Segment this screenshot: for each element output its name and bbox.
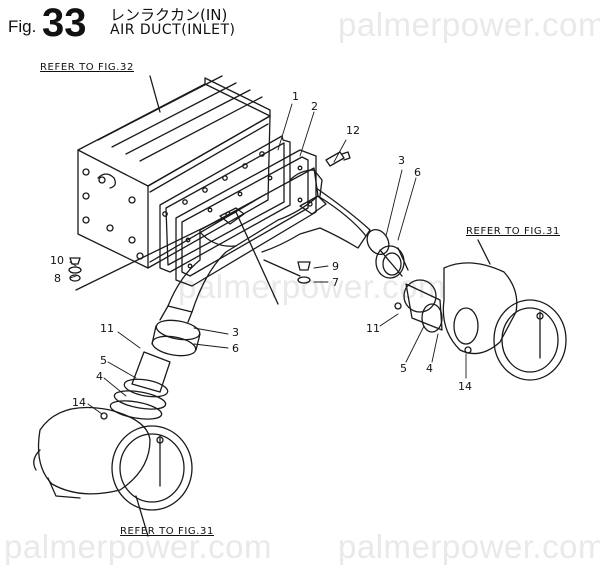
callout-9: 9 [332,260,339,273]
callout-4-left: 4 [96,370,103,383]
reference-leaders [75,75,491,537]
callout-3-upper: 3 [398,154,405,167]
callout-7: 7 [332,276,339,289]
figure-number: 33 [42,1,87,45]
callout-10: 10 [50,254,64,267]
reference-label-fig32[interactable]: REFER TO FIG.32 [40,62,134,73]
callout-6-upper: 6 [414,166,421,179]
reference-label-fig31-bottom[interactable]: REFER TO FIG.31 [120,526,214,537]
callout-leaders [69,103,467,415]
lower-elbow-part-5 [109,351,171,420]
callout-2: 2 [311,100,318,113]
watermark-bottom-left: palmerpower.com [4,528,272,565]
callout-1: 1 [292,90,299,103]
callout-6-lower: 6 [232,342,239,355]
callout-5-left: 5 [100,354,107,367]
callout-11-right: 11 [366,322,380,335]
intercooler-box [77,75,271,269]
reference-label-fig31-right[interactable]: REFER TO FIG.31 [466,226,560,237]
callout-14-right: 14 [458,380,472,393]
gasket-part-1 [159,135,291,273]
callout-11-left: 11 [100,322,114,335]
flange-plate-part-2 [175,149,317,287]
watermark-bottom-right: palmerpower.com [338,528,600,565]
lower-turbocharger [33,406,193,511]
title-english: AIR DUCT(INLET) [110,22,236,38]
air-duct-body [159,167,371,323]
plug-part-9 [297,261,311,284]
callout-3-lower: 3 [232,326,239,339]
right-turbocharger [442,262,567,381]
callout-12: 12 [346,124,360,137]
bolt-part-12 [325,151,351,167]
callout-5-right: 5 [400,362,407,375]
callout-8: 8 [54,272,61,285]
callout-14-left: 14 [72,396,86,409]
figure-label: Fig. [8,17,37,36]
title-japanese: レンラクカン(IN) [110,6,228,24]
upper-hose-clamp [366,229,409,279]
right-elbow-part-5 [394,279,479,345]
watermark-top-right: palmerpower.com [338,6,600,43]
callout-4-right: 4 [426,362,433,375]
lower-hose-clamp [151,319,201,357]
plug-part-10 [68,257,82,282]
